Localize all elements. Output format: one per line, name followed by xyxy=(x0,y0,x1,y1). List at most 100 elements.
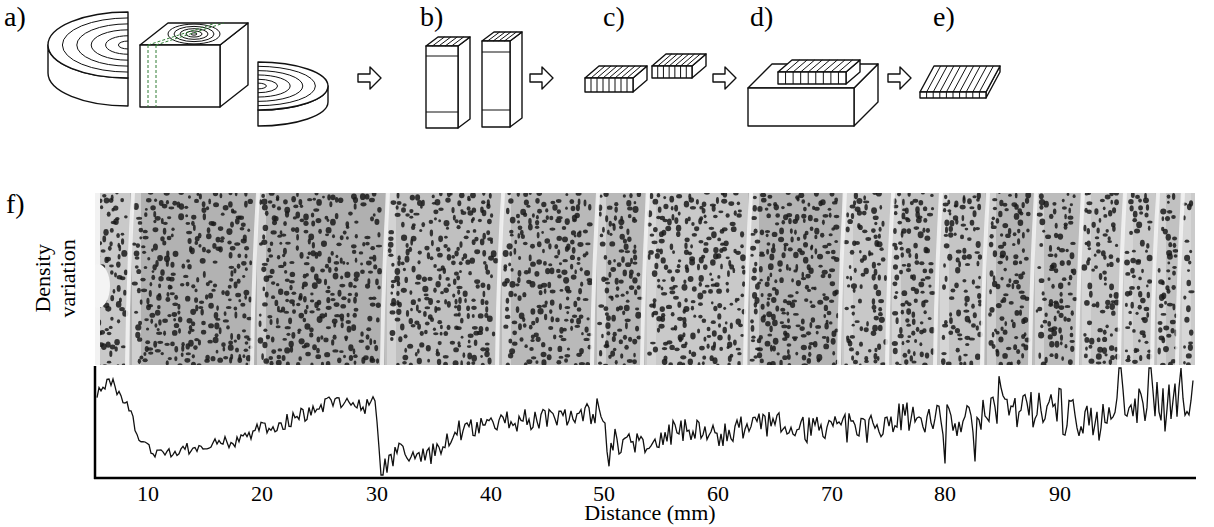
pore xyxy=(330,219,336,226)
pore xyxy=(444,236,448,239)
pore xyxy=(806,331,811,335)
pore xyxy=(103,229,108,236)
pore xyxy=(377,207,381,213)
pore xyxy=(147,257,150,260)
pore xyxy=(766,249,769,255)
pore xyxy=(472,326,478,330)
pore xyxy=(557,209,561,214)
pore xyxy=(134,251,140,257)
pore xyxy=(283,199,288,204)
pore xyxy=(445,197,450,202)
pore xyxy=(698,240,703,244)
pore xyxy=(517,193,520,197)
pore xyxy=(329,201,332,207)
pore xyxy=(784,333,789,339)
ring-line xyxy=(493,32,505,41)
pore xyxy=(248,199,253,204)
pore xyxy=(235,347,239,352)
pore xyxy=(346,225,349,229)
pore xyxy=(310,293,313,296)
pore xyxy=(186,282,190,287)
pore xyxy=(114,346,117,352)
pore xyxy=(829,300,834,303)
ring-line xyxy=(499,32,511,41)
pore xyxy=(427,359,430,363)
pore xyxy=(331,251,334,256)
pore xyxy=(143,352,146,356)
pore xyxy=(621,294,625,297)
pore xyxy=(668,362,673,365)
pore xyxy=(234,312,237,319)
pore xyxy=(177,304,180,310)
pore xyxy=(109,350,112,356)
pore xyxy=(460,318,464,324)
pore xyxy=(793,269,797,272)
pore xyxy=(157,305,161,309)
pore xyxy=(190,329,195,332)
pore xyxy=(632,219,637,223)
pore xyxy=(166,360,169,365)
pore xyxy=(735,251,741,255)
pore xyxy=(730,354,734,358)
pore xyxy=(398,302,402,308)
pore xyxy=(433,327,436,331)
pore xyxy=(174,346,178,352)
pore xyxy=(626,291,629,295)
pore xyxy=(620,353,623,359)
pore xyxy=(471,355,477,362)
pore xyxy=(718,210,723,213)
pore xyxy=(696,199,699,205)
pore xyxy=(850,335,856,339)
pore xyxy=(192,354,195,358)
pore xyxy=(402,355,408,361)
pore xyxy=(245,267,248,271)
pore xyxy=(619,249,625,253)
pore xyxy=(653,302,656,309)
pore xyxy=(224,311,227,316)
pore xyxy=(327,286,330,290)
pore xyxy=(180,283,184,287)
pore xyxy=(624,243,629,250)
pore xyxy=(487,315,493,322)
pore xyxy=(238,216,244,220)
ring-line xyxy=(933,66,947,92)
pore xyxy=(678,211,681,215)
ring-line xyxy=(933,92,934,98)
pore xyxy=(156,332,162,335)
pore xyxy=(677,317,683,321)
pore xyxy=(754,302,758,308)
pore xyxy=(247,228,250,232)
pore xyxy=(326,306,332,310)
pore xyxy=(773,338,779,345)
pore xyxy=(654,263,658,269)
pore xyxy=(684,298,687,302)
pore xyxy=(604,255,608,260)
pore xyxy=(767,242,771,245)
pore xyxy=(698,302,703,306)
pore xyxy=(276,360,282,365)
pore xyxy=(801,318,805,324)
pore xyxy=(207,227,211,233)
pore xyxy=(583,230,588,234)
pore xyxy=(698,218,702,225)
pore xyxy=(310,363,313,365)
pore xyxy=(587,281,592,286)
pore xyxy=(545,268,550,274)
pore xyxy=(233,268,236,273)
pore xyxy=(366,260,372,265)
pore xyxy=(767,276,770,281)
pore xyxy=(375,279,379,286)
pore xyxy=(228,340,233,345)
pore xyxy=(409,290,412,295)
pore xyxy=(613,348,617,352)
ring-line xyxy=(609,66,623,78)
pore xyxy=(766,233,769,237)
pore xyxy=(403,268,406,272)
pore xyxy=(116,301,122,308)
pore xyxy=(324,279,327,286)
pore xyxy=(443,244,447,248)
pore xyxy=(172,302,178,306)
pore xyxy=(453,347,459,352)
pore xyxy=(158,276,163,281)
pore xyxy=(464,298,467,303)
